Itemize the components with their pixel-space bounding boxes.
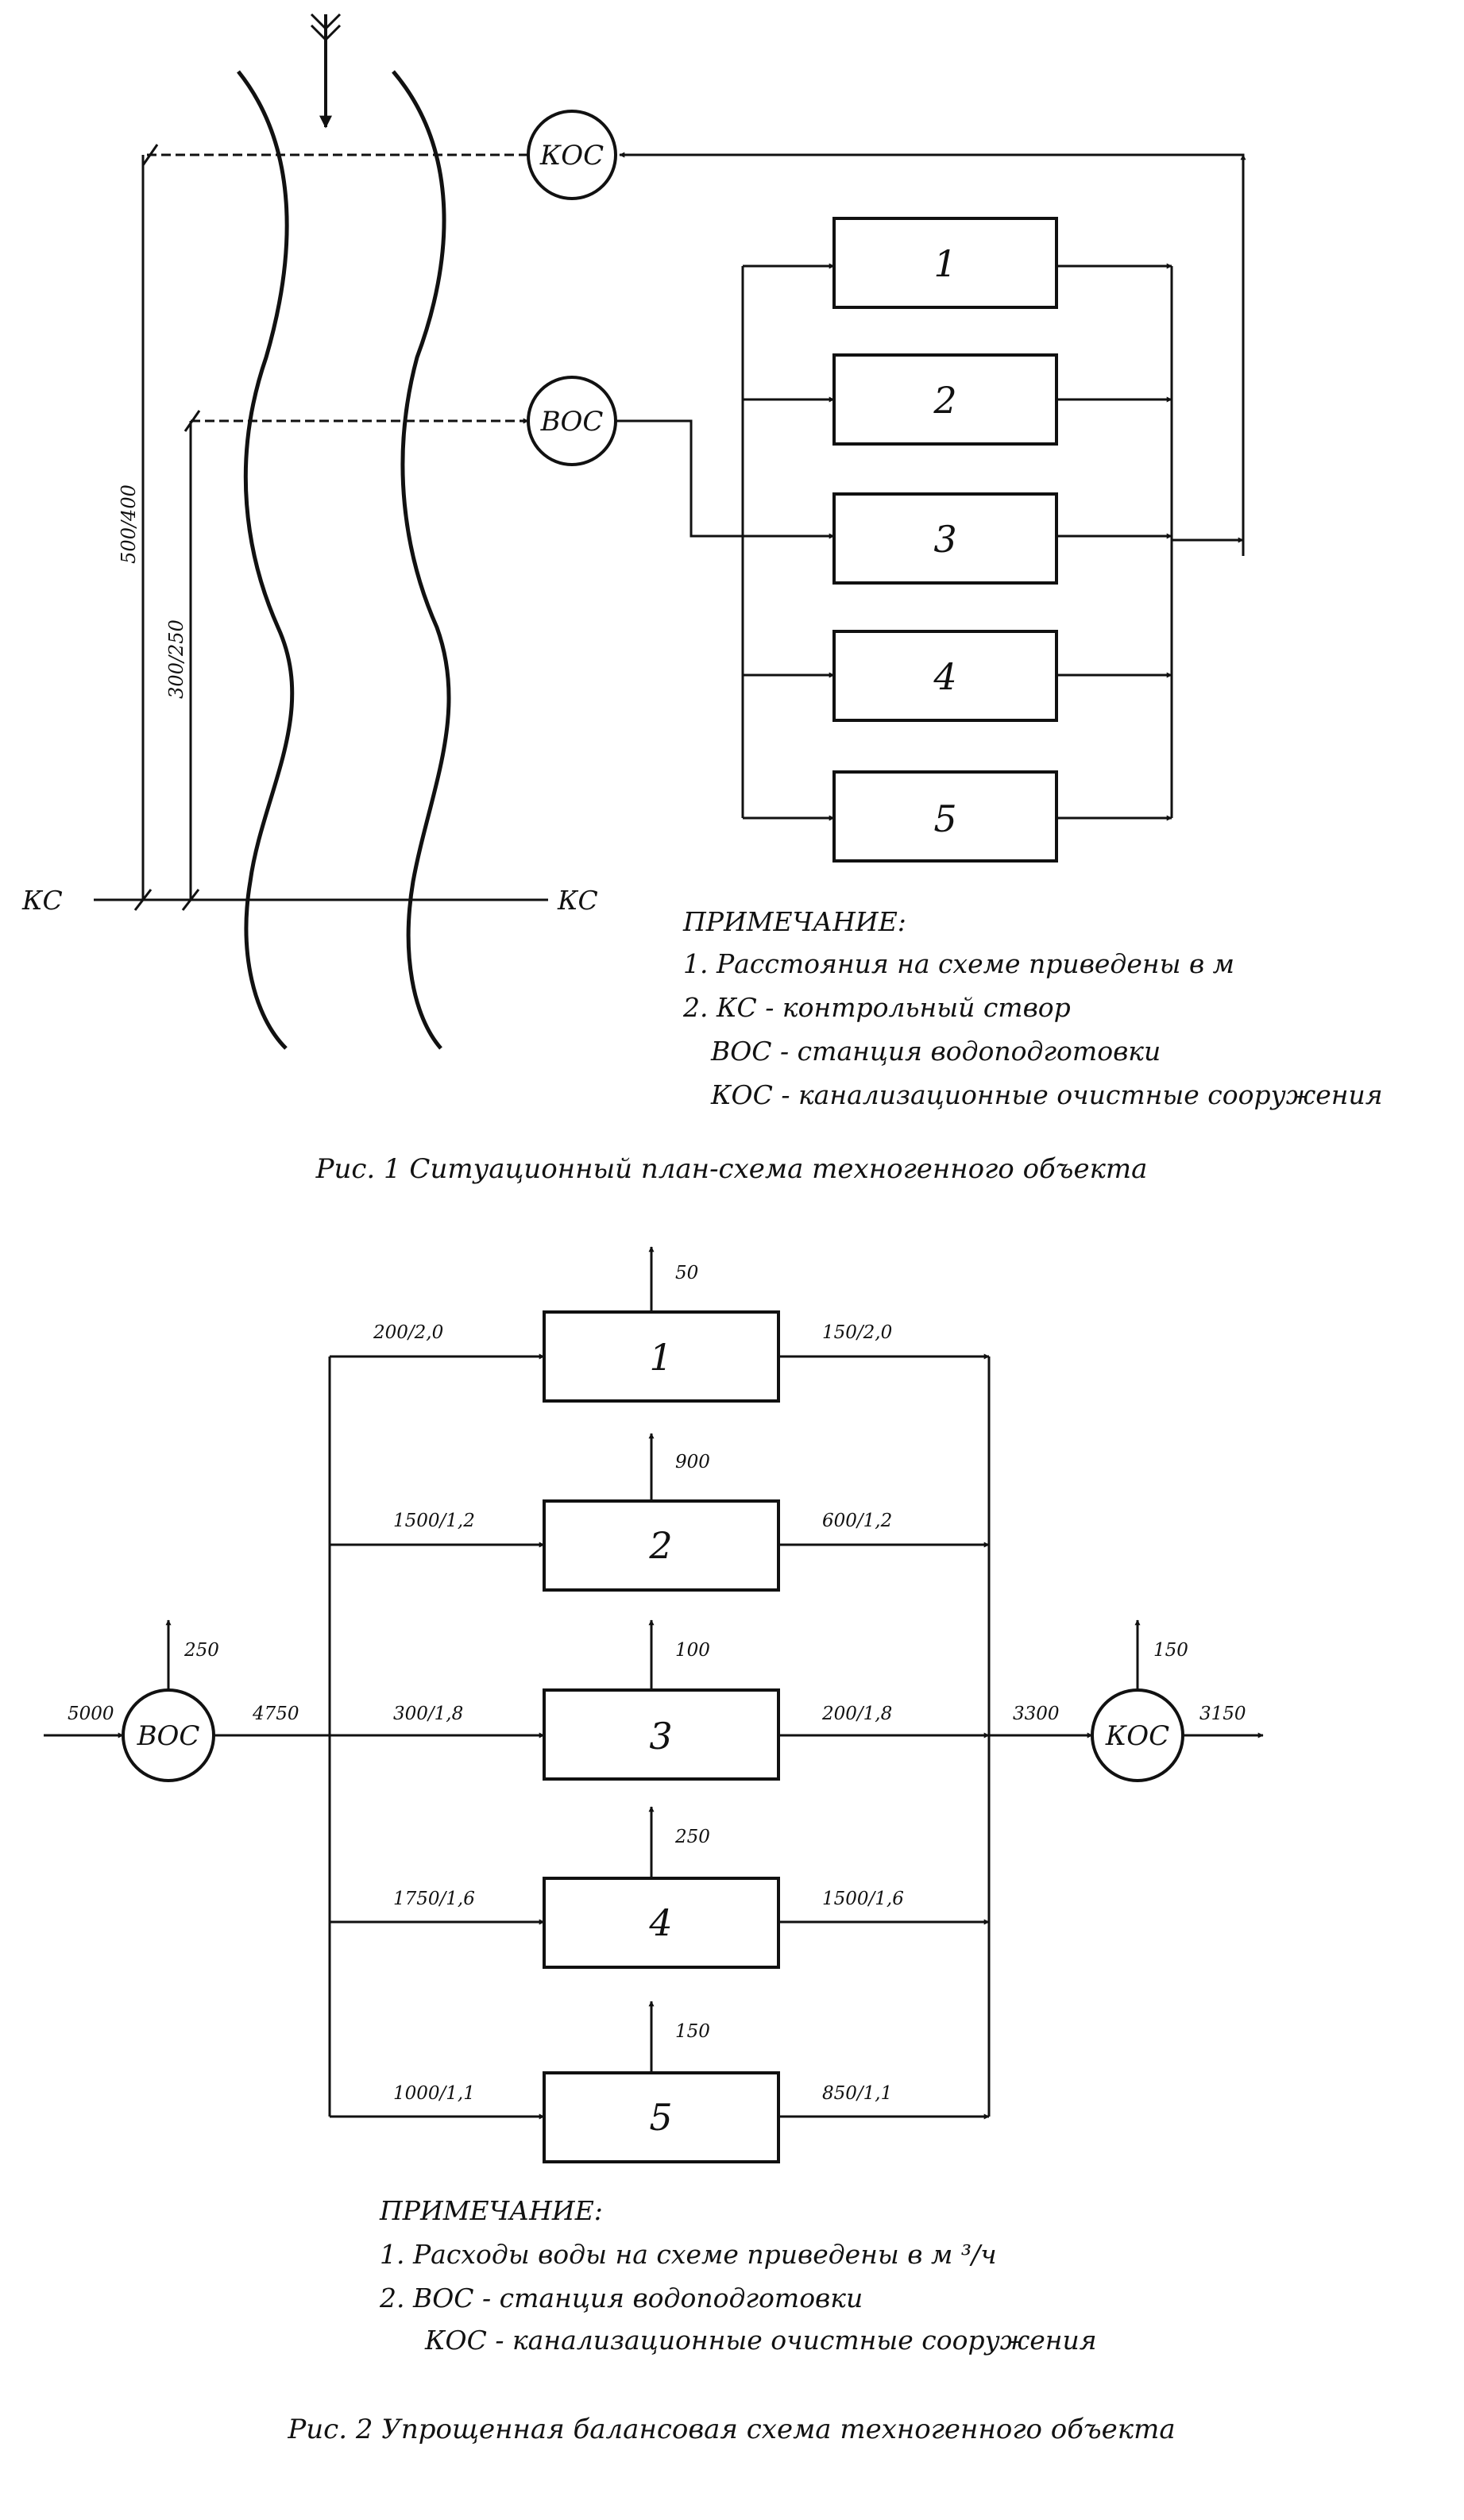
- fig1-unit-label: 5: [933, 797, 956, 840]
- unit-in-label: 1000/1,1: [393, 2083, 475, 2104]
- kos-node: КОС: [527, 110, 617, 200]
- fig1-note: ПРИМЕЧАНИЕ: 1. Расстояния на схеме приве…: [682, 906, 1383, 1110]
- river-bank-right: [392, 70, 451, 1050]
- unit-label: 2: [648, 1524, 672, 1567]
- vos-supply-line: [616, 419, 743, 538]
- fig2-note-line: 2. ВОС - станция водоподготовки: [379, 2283, 863, 2314]
- fig1-unit-3: 3: [743, 492, 1172, 585]
- unit-in-label: 1750/1,6: [393, 1889, 475, 1909]
- vos-out-label: 4750: [252, 1704, 299, 1724]
- fig1-unit-label: 1: [933, 242, 956, 285]
- unit-in-label: 1500/1,2: [393, 1511, 475, 1531]
- dimension-label: 500/400: [118, 484, 140, 564]
- fig1-unit-label: 3: [933, 518, 956, 561]
- dimension-label: 300/250: [165, 619, 187, 699]
- fig1-unit-5: 5: [743, 770, 1172, 863]
- fig2-unit-1: 200/2,0 1 50 150/2,0: [330, 1246, 990, 1403]
- unit-loss-label: 900: [675, 1452, 710, 1472]
- river-bank-left: [237, 70, 295, 1050]
- fig1-unit-label: 4: [933, 655, 956, 698]
- kos-in-label: 3300: [1013, 1704, 1060, 1724]
- inflow-label: 5000: [68, 1704, 114, 1724]
- unit-loss-label: 100: [675, 1640, 710, 1661]
- fig1-unit-2: 2: [743, 353, 1172, 446]
- vos-node: ВОС: [527, 376, 617, 466]
- dimension-300-250: 300/250: [165, 421, 192, 900]
- fig2-caption: Рис. 2 Упрощенная балансовая схема техно…: [287, 2414, 1175, 2445]
- fig2-unit-5: 1000/1,1 5 150 850/1,1: [330, 2001, 990, 2163]
- ks-label-right: КС: [557, 885, 598, 916]
- fig1-caption: Рис. 1 Ситуационный план-схема техногенн…: [315, 1153, 1148, 1185]
- unit-out-label: 850/1,1: [822, 2083, 892, 2104]
- fig2-note-line: КОС - канализационные очистные сооружени…: [424, 2325, 1097, 2356]
- fig2-vos-node: ВОС: [122, 1688, 215, 1782]
- dimension-500-400: 500/400: [118, 155, 145, 900]
- fig1-unit-4: 4: [743, 630, 1172, 722]
- figure-2: 5000 ВОС 250 4750 200/2,0 1 50 150/2,0 1…: [44, 1246, 1264, 2445]
- fig2-kos-node: КОС: [1091, 1688, 1184, 1782]
- unit-out-label: 1500/1,6: [822, 1889, 904, 1909]
- unit-out-label: 600/1,2: [822, 1511, 892, 1531]
- unit-loss-label: 150: [675, 2021, 710, 2042]
- unit-label: 4: [648, 1901, 672, 1944]
- vos-label: ВОС: [540, 406, 604, 438]
- unit-out-label: 150/2,0: [822, 1322, 892, 1343]
- fig1-note-line: 2. КС - контрольный створ: [682, 992, 1071, 1023]
- unit-out-label: 200/1,8: [821, 1704, 892, 1724]
- unit-in-label: 300/1,8: [393, 1704, 463, 1724]
- unit-loss-label: 50: [675, 1263, 698, 1283]
- fig2-unit-3: 300/1,8 3 100 200/1,8: [330, 1619, 990, 1781]
- fig1-unit-label: 2: [933, 379, 956, 422]
- fig1-note-line: 1. Расстояния на схеме приведены в м: [683, 948, 1234, 979]
- fig2-kos-label: КОС: [1105, 1720, 1169, 1752]
- unit-label: 5: [649, 2096, 672, 2139]
- kos-loss-label: 150: [1153, 1640, 1188, 1661]
- unit-loss-label: 250: [674, 1827, 710, 1847]
- vos-loss-label: 250: [183, 1640, 219, 1661]
- fig1-unit-1: 1: [743, 217, 1172, 309]
- unit-label: 1: [649, 1336, 672, 1379]
- unit-label: 3: [649, 1715, 672, 1758]
- fig1-note-line: ВОС - станция водоподготовки: [710, 1036, 1161, 1067]
- fig2-note-title: ПРИМЕЧАНИЕ:: [379, 2195, 603, 2226]
- figure-1: КОС ВОС 1 2: [21, 13, 1383, 1185]
- unit-in-label: 200/2,0: [373, 1322, 443, 1343]
- fig2-note-line: 1. Расходы воды на схеме приведены в м ³…: [380, 2239, 997, 2270]
- kos-label: КОС: [539, 140, 604, 172]
- ks-label-left: КС: [21, 885, 63, 916]
- control-section: КС КС: [21, 885, 598, 916]
- fig2-unit-4: 1750/1,6 4 250 1500/1,6: [330, 1806, 990, 1969]
- kos-out-label: 3150: [1199, 1704, 1246, 1724]
- fig2-unit-2: 1500/1,2 2 900 600/1,2: [330, 1433, 990, 1592]
- fig1-note-title: ПРИМЕЧАНИЕ:: [682, 906, 906, 937]
- fig2-note: ПРИМЕЧАНИЕ: 1. Расходы воды на схеме при…: [379, 2195, 1097, 2356]
- fig2-vos-label: ВОС: [137, 1720, 200, 1752]
- fig1-note-line: КОС - канализационные очистные сооружени…: [710, 1079, 1383, 1110]
- flow-direction-arrow: [310, 13, 342, 129]
